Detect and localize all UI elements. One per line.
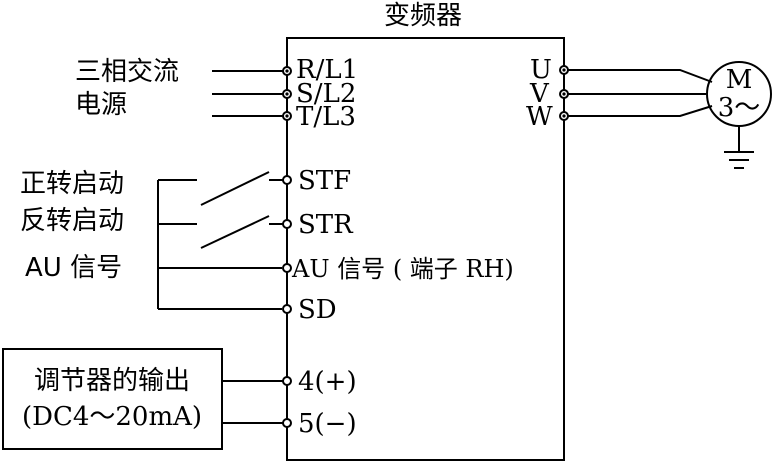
reverse-switch-blade [200,215,270,249]
terminal-str [282,219,292,229]
terminal-5 [282,418,292,428]
motor-label-m: M [726,65,753,95]
terminal-w-dot [562,114,566,118]
terminal-4-label: 4(+) [298,367,357,397]
terminal-stf-label: STF [298,166,351,196]
diagram-title: 变频器 [384,1,462,31]
terminal-w-label: W [526,102,553,132]
terminal-au [282,263,292,273]
terminal-rl1-dot [285,69,289,73]
terminal-sl2-dot [285,92,289,96]
terminal-rl1-label: R/L1 [296,55,358,85]
terminal-u-dot [562,68,566,72]
terminal-v-dot [562,92,566,96]
forward-switch-blade [200,171,270,206]
inverter-box [286,37,565,461]
terminal-sl2-label: S/L2 [296,79,356,109]
terminal-u-label: U [530,55,552,85]
terminal-v-label: V [529,79,550,109]
terminal-4 [282,376,292,386]
supply-label-line1: 三相交流 [75,57,179,87]
terminal-sd-label: SD [298,295,337,325]
terminal-stf [282,175,292,185]
terminal-sd [282,304,292,314]
regulator-label-line1: 调节器的输出 [34,366,190,396]
motor-wire-w [568,105,713,117]
motor-label-phase: 3～ [718,93,761,123]
terminal-tl3-dot [285,114,289,118]
terminal-5-label: 5(−) [298,409,357,439]
terminal-str-label: STR [298,210,354,240]
motor-wire-u [568,69,713,83]
supply-label-line2: 电源 [75,90,127,120]
terminal-au-label: AU 信号 ( 端子 RH) [291,255,514,283]
regulator-label-line2: (DC4～20mA) [22,402,202,432]
terminal-tl3-label: T/L3 [296,102,356,132]
regulator-box [2,348,223,450]
forward-start-label: 正转启动 [20,169,124,199]
au-signal-label: AU 信号 [25,253,122,283]
reverse-start-label: 反转启动 [20,206,124,236]
